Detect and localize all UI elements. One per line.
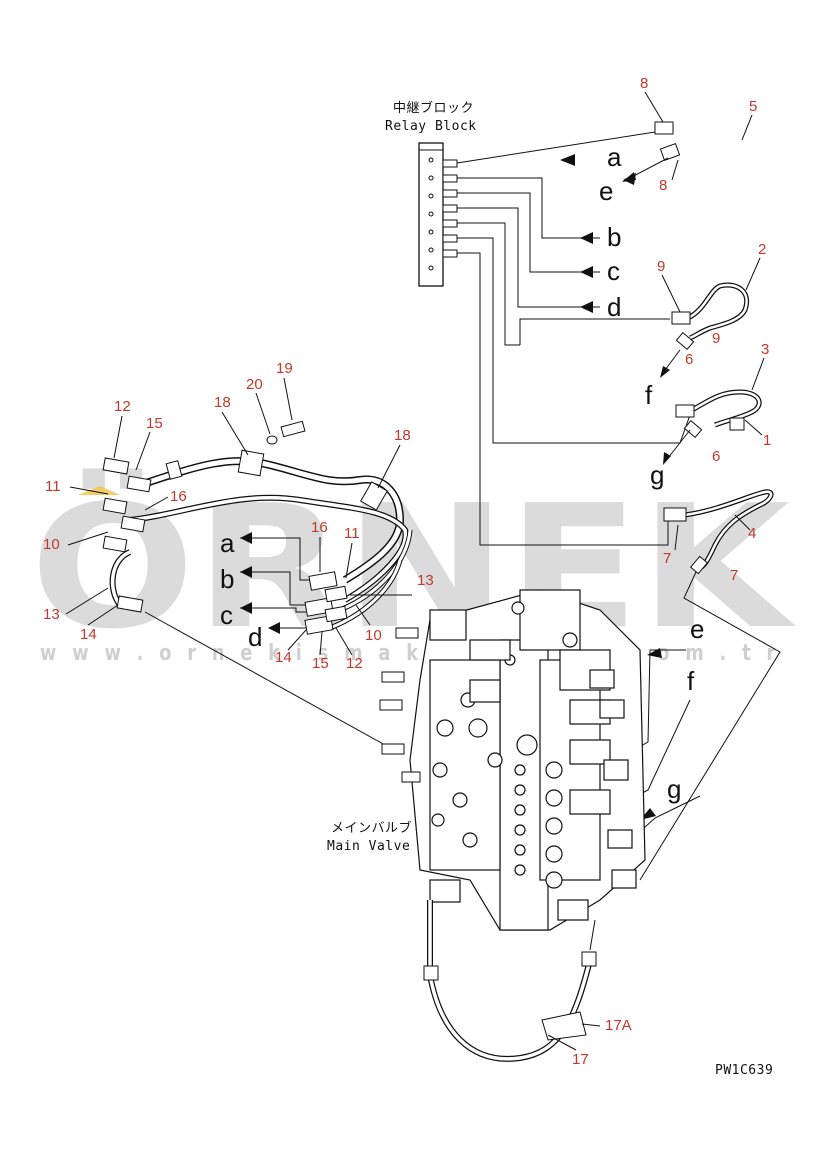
relay-arrows	[560, 154, 636, 313]
relay-lines	[456, 131, 691, 546]
relay-block-label-jp: 中継ブロック	[393, 100, 474, 116]
part-number-4: 4	[748, 525, 756, 542]
conn-letter-g-right: g	[650, 460, 664, 490]
connection-letters: a e b c d f g a b c d e f g	[220, 142, 704, 804]
part-number-16-right: 16	[311, 519, 328, 536]
part-number-18-right: 18	[394, 427, 411, 444]
hose-2	[671, 282, 750, 351]
part-number-7-right: 7	[730, 567, 738, 584]
watermark-url: w w w . o r n e k i s m a k i n a l a r …	[40, 641, 780, 666]
valve-fittings	[379, 627, 421, 783]
part-number-11-left: 11	[45, 478, 61, 495]
part-number-3: 3	[761, 341, 769, 358]
part-number-20: 20	[246, 376, 263, 393]
conn-letter-c-left: c	[220, 600, 233, 630]
conn-letter-a-right: a	[607, 142, 622, 172]
conn-letter-e-valve: e	[690, 614, 704, 644]
conn-letter-b-right: b	[607, 222, 621, 252]
conn-letter-f-right: f	[645, 380, 653, 410]
part-number-12-right: 12	[346, 655, 363, 672]
left-hose-assembly	[102, 420, 413, 635]
part-number-15-right: 15	[312, 655, 329, 672]
conn-letter-f-valve: f	[687, 666, 695, 696]
conn-letter-d-left: d	[248, 622, 262, 652]
part-number-13-left: 13	[43, 606, 60, 623]
part-number-16-left: 16	[170, 488, 187, 505]
main-valve-label-jp: メインバルブ	[331, 820, 412, 836]
part-number-14-right: 14	[275, 649, 292, 666]
right-hose-arrows	[622, 157, 691, 465]
part-number-14-left: 14	[80, 626, 97, 643]
hose-4	[663, 489, 774, 575]
conn-letter-a-left: a	[220, 528, 235, 558]
conn-letter-g-valve: g	[667, 774, 681, 804]
part-number-6-top: 6	[685, 351, 693, 368]
relay-block	[418, 142, 458, 287]
part-number-9-right: 9	[712, 330, 720, 347]
part-number-9-top: 9	[657, 258, 665, 275]
hose-5	[654, 121, 752, 214]
part-number-13-right: 13	[417, 572, 434, 589]
leader-14-valve	[144, 611, 386, 746]
part-number-17: 17	[572, 1051, 589, 1068]
conn-letter-c-right: c	[607, 256, 620, 286]
part-number-1: 1	[763, 432, 771, 449]
conn-letter-b-left: b	[220, 564, 234, 594]
part-number-15-top: 15	[146, 415, 163, 432]
part-number-2: 2	[758, 241, 766, 258]
part-number-18-left: 18	[214, 394, 231, 411]
part-number-19: 19	[276, 360, 293, 377]
part-number-6-bottom: 6	[712, 448, 720, 465]
part-number-10-left: 10	[43, 536, 60, 553]
watermark-accent-icon	[78, 486, 120, 495]
main-valve	[409, 589, 646, 931]
part-number-11-right: 11	[344, 525, 360, 542]
part-number-5: 5	[749, 98, 757, 115]
hose-3	[675, 389, 762, 439]
conn-letter-d-right: d	[607, 292, 621, 322]
part-number-17a: 17A	[605, 1017, 632, 1034]
part-number-7-left: 7	[663, 550, 671, 567]
relay-block-label-en: Relay Block	[385, 119, 477, 134]
hose-17	[423, 900, 597, 1062]
conn-letter-e-right: e	[599, 176, 613, 206]
part-number-10-right: 10	[365, 627, 382, 644]
drawing-code: PW1C639	[715, 1063, 773, 1078]
left-arrows	[240, 532, 310, 634]
main-valve-label-en: Main Valve	[327, 839, 410, 854]
part-number-12-top: 12	[114, 398, 131, 415]
part-numbers: 8 5 8 2 9 9 6 3 1 6 4 7 7 19 20 18 18 12…	[43, 75, 771, 1068]
part-number-8-top: 8	[640, 75, 648, 92]
part-number-8-bottom: 8	[659, 177, 667, 194]
